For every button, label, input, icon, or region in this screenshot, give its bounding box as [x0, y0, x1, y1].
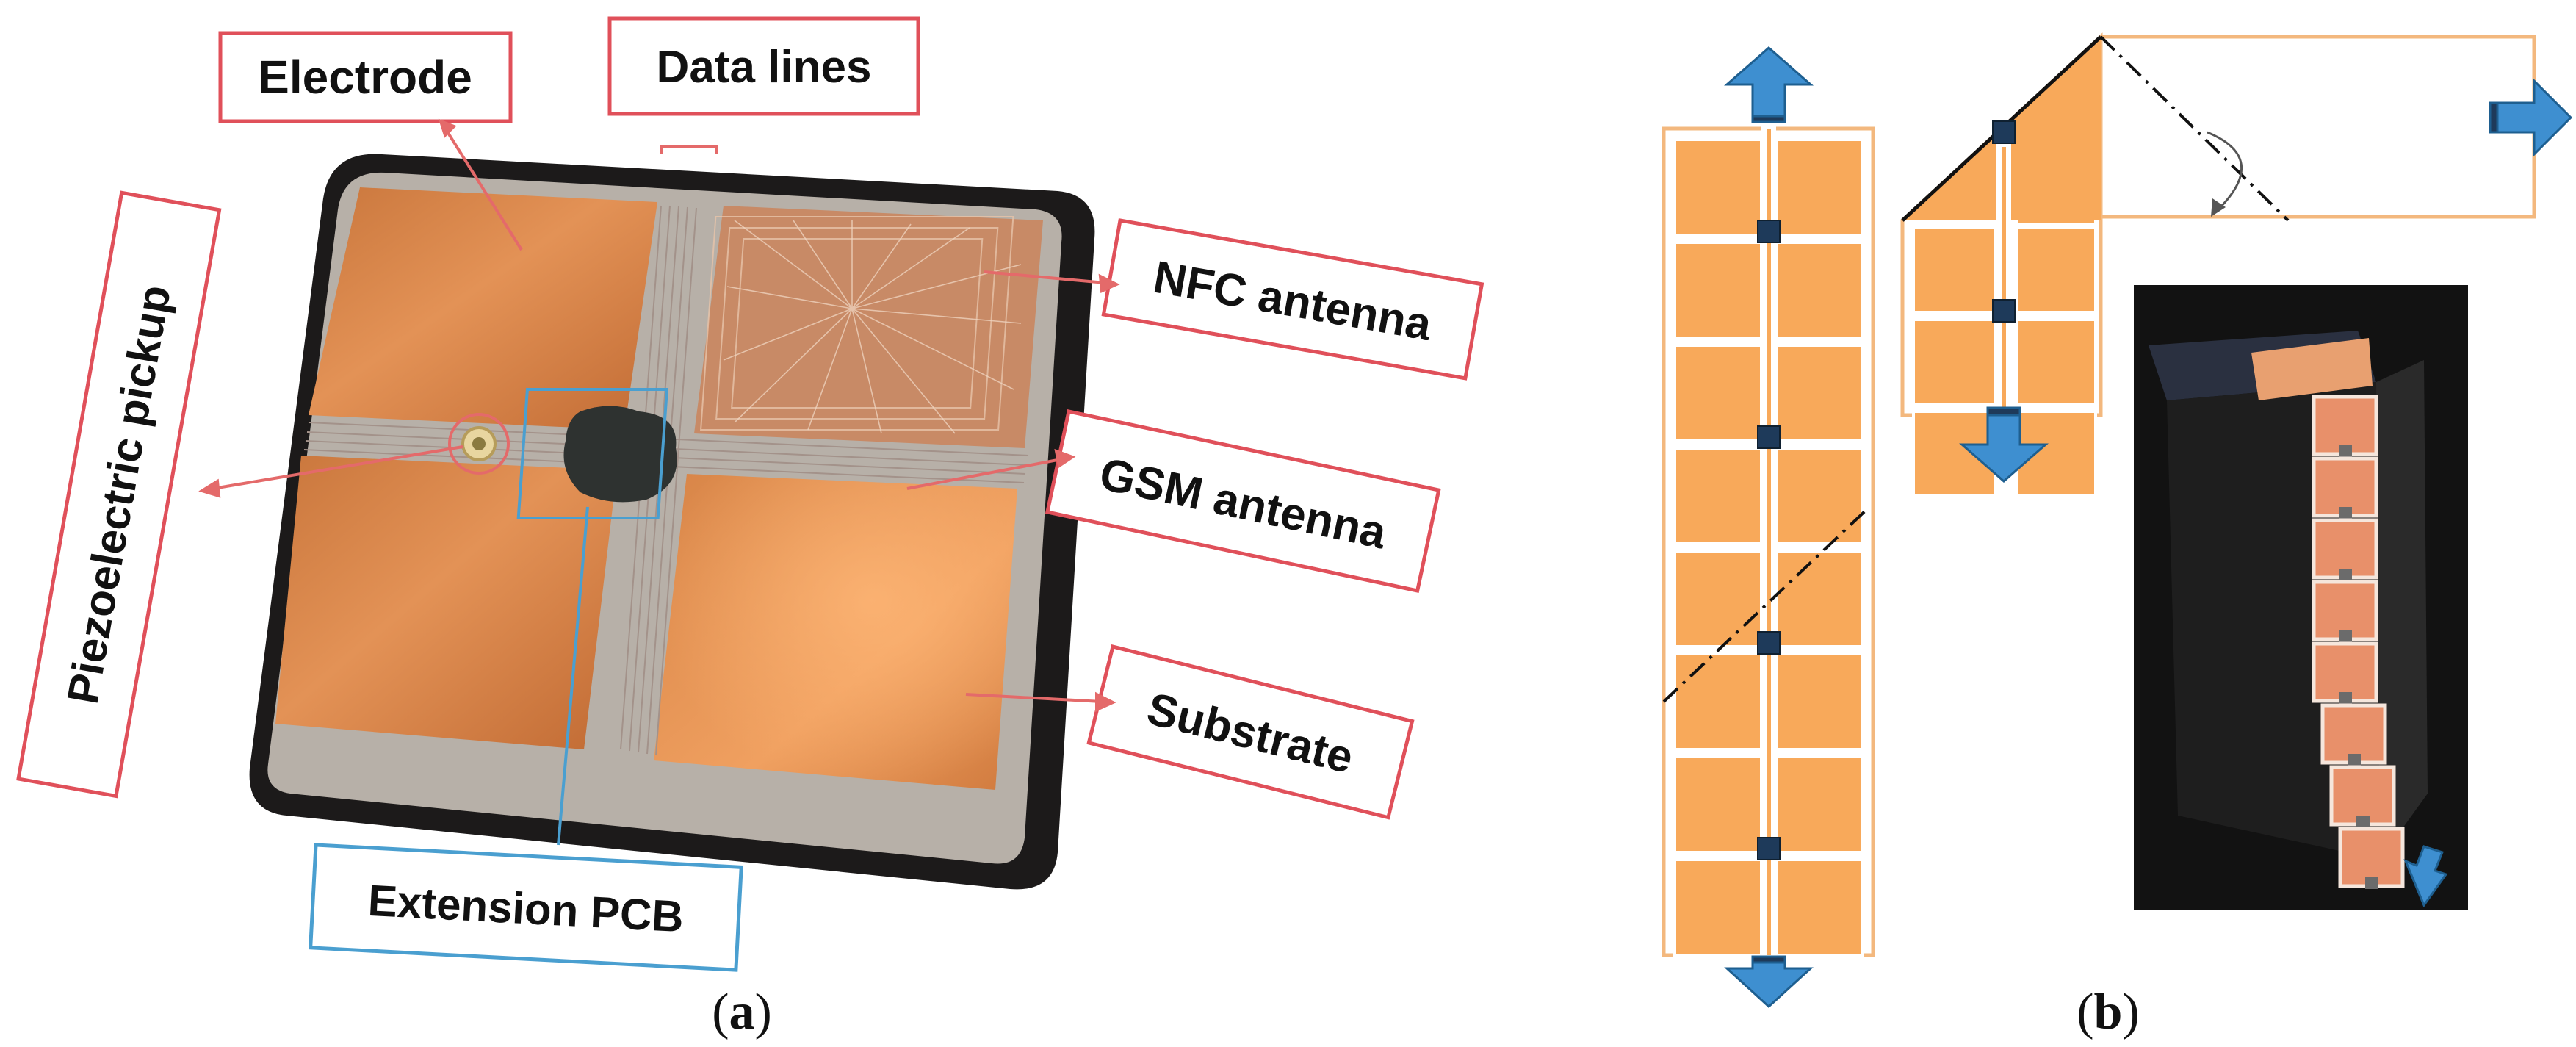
panel-cell — [1673, 755, 1763, 854]
panel-cell — [2015, 226, 2097, 314]
panel-cell — [1775, 241, 1864, 339]
label-substrate: Substrate — [1086, 644, 1415, 820]
photo-strip-top — [2251, 338, 2373, 400]
photo-strip-node — [2356, 816, 2370, 827]
label-data-lines: Data lines — [607, 16, 920, 116]
photo-strip-node — [2348, 754, 2361, 766]
nfc-antenna-lines — [700, 216, 1014, 431]
panel-cell — [2015, 318, 2097, 406]
photo-strip-cell — [2312, 395, 2378, 456]
svg-text:Data lines: Data lines — [657, 42, 872, 93]
caption-a: (a) — [712, 984, 772, 1040]
photo-strip-node — [2339, 630, 2352, 642]
nfc-radial-lines — [723, 220, 1022, 434]
svg-text:Electrode: Electrode — [258, 51, 472, 104]
panel-cell — [1673, 858, 1763, 957]
node-square — [1757, 631, 1781, 655]
photo-strip-node — [2339, 692, 2352, 704]
panel-cell — [1775, 344, 1864, 442]
panel-cell — [1673, 138, 1763, 237]
fold-direction-arrow — [2207, 131, 2243, 211]
panel-b: (b) — [1662, 32, 2573, 1040]
pointer-arrows — [198, 118, 1120, 713]
photo-strip-node — [2339, 569, 2352, 580]
panel-cell — [1775, 550, 1864, 648]
photo-strip-cell — [2312, 518, 2378, 580]
label-piezoelectric-pickup: Piezoelectric pickup — [16, 190, 222, 799]
quadrant-top-right — [694, 206, 1043, 448]
strip-folded — [1900, 32, 2573, 497]
node-square — [1757, 837, 1781, 860]
panel-cell — [1673, 344, 1763, 442]
strip-long — [1662, 125, 1875, 959]
photo-strip-cell — [2338, 827, 2405, 888]
device-photo — [249, 154, 1095, 890]
panel-cell — [1775, 755, 1864, 854]
label-extension-pcb: Extension PCB — [309, 843, 743, 972]
stretch-arrows-long — [1724, 46, 1814, 1009]
caption-b: (b) — [2077, 984, 2140, 1040]
quadrant-top-left — [309, 187, 657, 430]
photo-strip-node — [2339, 445, 2352, 457]
quadrant-bottom-left — [275, 456, 617, 749]
panel-cell — [1775, 447, 1864, 545]
panel-cell — [1775, 652, 1864, 751]
photo-strip-node — [2339, 507, 2352, 519]
node-square — [1757, 220, 1781, 243]
panel-a: Electrode Data lines NFC antenna GSM ant… — [16, 16, 1484, 1040]
panel-cell — [1673, 550, 1763, 648]
panel-cell — [2015, 410, 2097, 497]
fold-line-folded — [2099, 35, 2290, 222]
panel-cell — [1673, 447, 1763, 545]
label-nfc-antenna: NFC antenna — [1101, 218, 1484, 381]
panel-cell — [1673, 241, 1763, 339]
panel-cell — [1775, 858, 1864, 957]
fold-line-long — [1662, 505, 1871, 703]
stretch-arrow-down — [1959, 406, 2049, 483]
panel-cell — [1912, 318, 1997, 406]
panel-cell — [1673, 652, 1763, 751]
piezo-callout — [448, 413, 510, 475]
node-square — [1992, 299, 2016, 323]
stretch-arrow-right — [2489, 78, 2573, 157]
label-gsm-antenna: GSM antenna — [1045, 409, 1441, 593]
panel-cell — [1775, 138, 1864, 237]
pcb-callout — [516, 388, 669, 846]
panel-cell — [1912, 226, 1997, 314]
photo-strip-cell — [2320, 703, 2387, 765]
label-electrode: Electrode — [218, 31, 513, 123]
photo-strip-node — [2365, 877, 2378, 889]
photo-strip-cell — [2312, 580, 2378, 641]
node-square — [1992, 120, 2016, 144]
extension-pcb-chip — [563, 406, 677, 503]
prototype-photo — [2134, 285, 2468, 910]
node-square — [1757, 425, 1781, 449]
